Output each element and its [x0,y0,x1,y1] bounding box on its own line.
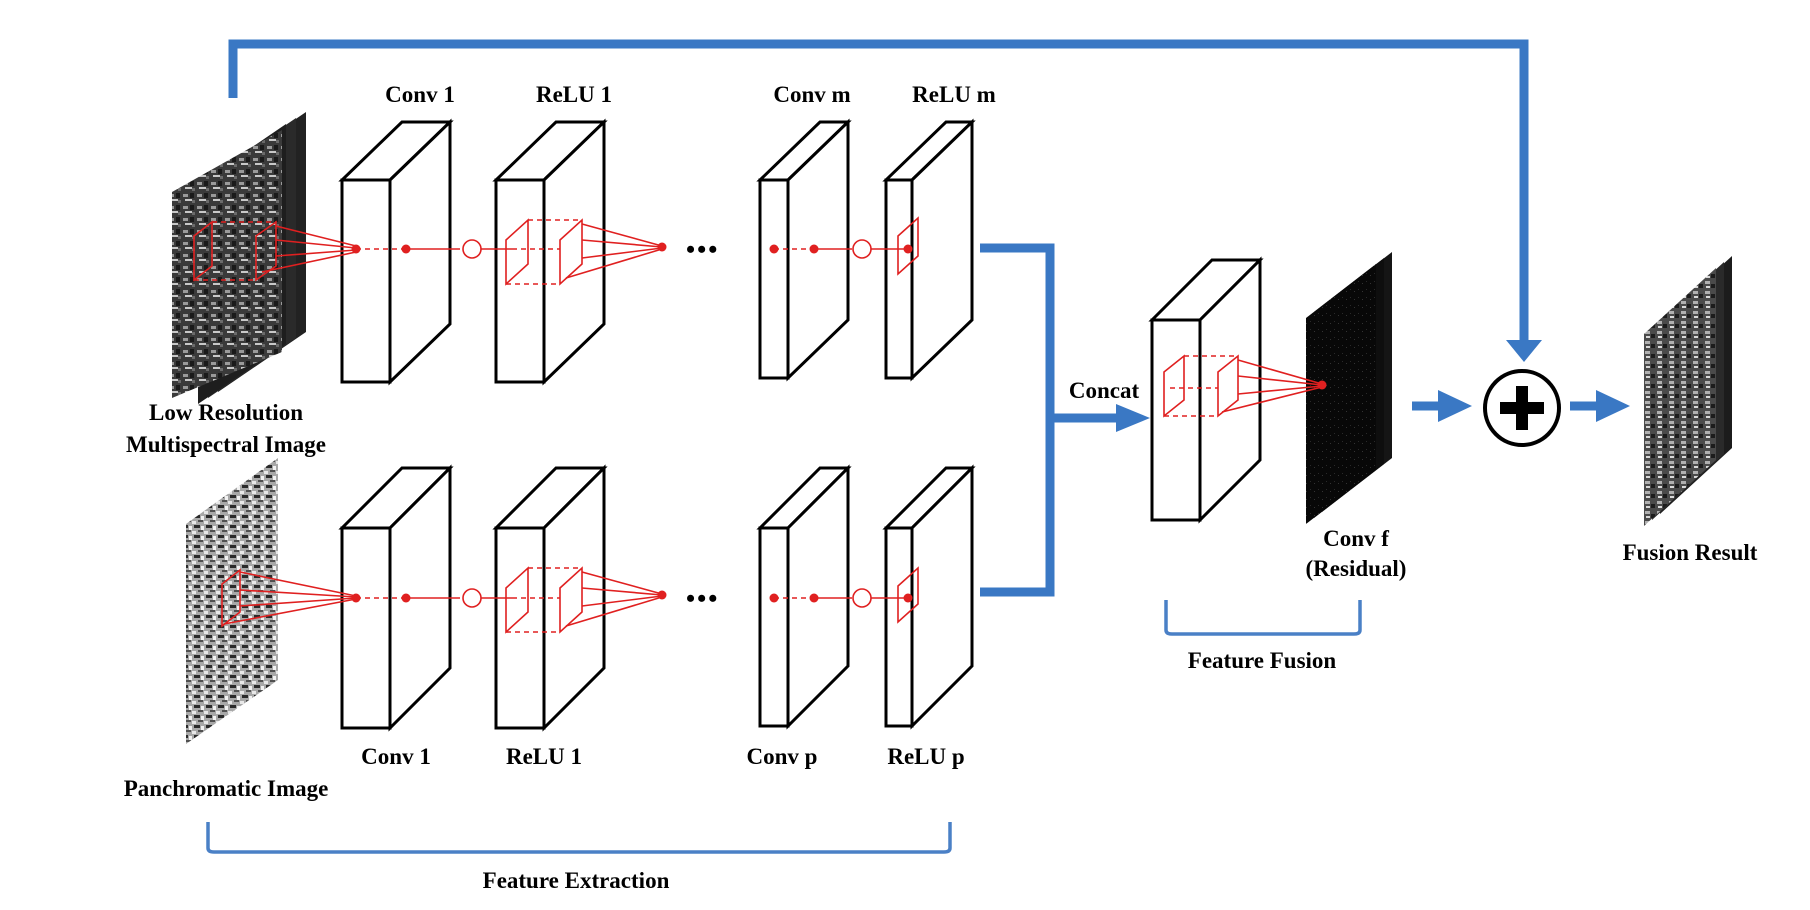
label-concat: Concat [1069,378,1140,403]
label-relum: ReLU m [912,82,996,107]
ellipsis-top: ••• [686,235,719,264]
label-convf-line2: (Residual) [1306,556,1407,581]
fusion-block [1148,256,1264,524]
conv1-bottom-block [338,464,454,732]
residual-output-stack [1306,252,1392,524]
feature-fusion-bracket [1164,600,1362,636]
add-operator-icon [1483,369,1561,447]
label-relup: ReLU p [887,744,964,769]
ms-branch-pipe [980,243,1055,597]
skip-connection-pipe [228,39,1529,342]
label-ms-image-line1: Low Resolution [149,400,303,425]
receptive-field-fusion [1163,354,1327,418]
receptive-field-top [193,216,919,286]
label-pan-image: Panchromatic Image [124,776,329,801]
label-feature-fusion: Feature Fusion [1188,648,1337,673]
relum-block [882,118,976,382]
label-relu1-top: ReLU 1 [536,82,612,107]
fusion-result-image [1644,256,1732,526]
label-relu1-bottom: ReLU 1 [506,744,582,769]
label-conv1-bottom: Conv 1 [361,744,431,769]
result-arrowhead [1596,390,1630,422]
conv1-top-block [338,118,454,386]
residual-arrowhead [1438,390,1472,422]
label-convf-line1: Conv f [1323,526,1389,551]
multispectral-image-stack [172,112,306,404]
label-feature-extraction: Feature Extraction [483,868,670,893]
label-convm: Conv m [773,82,850,107]
skip-arrowhead [1506,340,1542,362]
label-ms-image-line2: Multispectral Image [126,432,326,457]
label-convp: Conv p [747,744,818,769]
panchromatic-image [186,458,278,744]
relu1-top-block [492,118,608,386]
feature-extraction-bracket [206,822,952,854]
label-fusion-result: Fusion Result [1623,540,1758,565]
ellipsis-bottom: ••• [686,584,719,613]
relup-block [882,464,976,730]
receptive-field-bottom [221,566,919,634]
label-conv1-top: Conv 1 [385,82,455,107]
concat-arrowhead [1116,404,1150,432]
relu1-bottom-block [492,464,608,732]
